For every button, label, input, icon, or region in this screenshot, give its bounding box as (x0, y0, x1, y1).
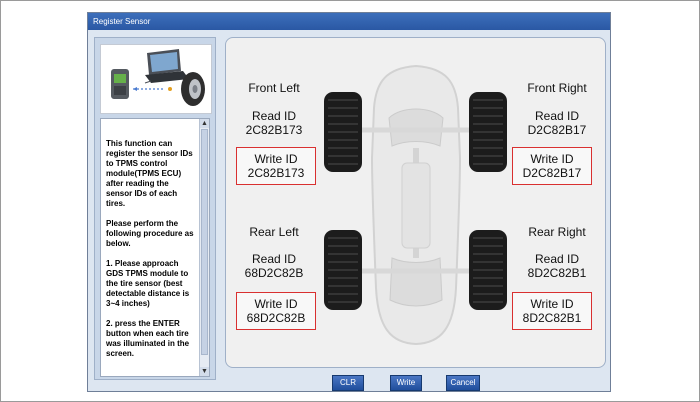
front-left-write-box[interactable]: Write ID 2C82B173 (236, 147, 316, 185)
info-scrollbar[interactable]: ▲ ▼ (199, 119, 209, 376)
tpms-tool-icon (111, 69, 129, 99)
front-right-tire-icon (469, 92, 507, 172)
front-right-read-id: D2C82B17 (527, 123, 587, 137)
front-left-write-id: 2C82B173 (247, 166, 305, 180)
front-right-read: Read ID D2C82B17 (509, 109, 605, 137)
scroll-thumb[interactable] (201, 129, 208, 355)
front-right-write-id: D2C82B17 (522, 166, 582, 180)
front-left-read-label: Read ID (251, 109, 297, 123)
front-left-tire-icon (324, 92, 362, 172)
rear-left-tire-icon (324, 230, 362, 310)
rear-left-read-label: Read ID (251, 252, 297, 266)
front-left-write-label: Write ID (254, 152, 298, 166)
laptop-icon (145, 49, 189, 83)
rear-left-write-id: 68D2C82B (246, 311, 306, 325)
front-left-read: Read ID 2C82B173 (226, 109, 322, 137)
rear-right-read-label: Read ID (534, 252, 580, 266)
rear-right-write-box[interactable]: Write ID 8D2C82B1 (512, 292, 592, 330)
instructions-text: This function can register the sensor ID… (106, 139, 194, 358)
rear-left-write-box[interactable]: Write ID 68D2C82B (236, 292, 316, 330)
left-panel: This function can register the sensor ID… (94, 37, 216, 380)
scroll-up-icon[interactable]: ▲ (200, 119, 209, 128)
tpms-illustration (100, 44, 212, 114)
rear-left-write-label: Write ID (254, 297, 298, 311)
rear-left-read-id: 68D2C82B (244, 266, 304, 280)
register-sensor-window: Register Sensor (87, 12, 611, 392)
front-right-label: Front Right (527, 81, 587, 95)
rear-left-read: Read ID 68D2C82B (226, 252, 322, 280)
rear-right-tire-icon (469, 230, 507, 310)
car-body-icon (344, 64, 488, 346)
rear-right-read-id: 8D2C82B1 (527, 266, 587, 280)
front-right-read-label: Read ID (534, 109, 580, 123)
window-title: Register Sensor (88, 13, 610, 30)
write-button[interactable]: Write (390, 375, 422, 391)
rear-right-read: Read ID 8D2C82B1 (509, 252, 605, 280)
tire-icon (181, 72, 205, 106)
rear-right-write-label: Write ID (530, 297, 574, 311)
info-text-box: This function can register the sensor ID… (100, 118, 210, 377)
scroll-down-icon[interactable]: ▼ (200, 367, 209, 376)
clr-button[interactable]: CLR (332, 375, 364, 391)
signal-arrow-icon (133, 80, 172, 91)
rear-right-write-id: 8D2C82B1 (522, 311, 582, 325)
front-right-write-box[interactable]: Write ID D2C82B17 (512, 147, 592, 185)
rear-left-label: Rear Left (249, 225, 299, 239)
cancel-button[interactable]: Cancel (446, 375, 480, 391)
car-diagram (324, 64, 507, 346)
sensor-panel: Front Left Read ID 2C82B173 Write ID 2C8… (225, 37, 606, 368)
rear-right-label: Rear Right (528, 225, 586, 239)
front-left-label: Front Left (248, 81, 300, 95)
front-right-write-label: Write ID (530, 152, 574, 166)
front-left-read-id: 2C82B173 (245, 123, 303, 137)
